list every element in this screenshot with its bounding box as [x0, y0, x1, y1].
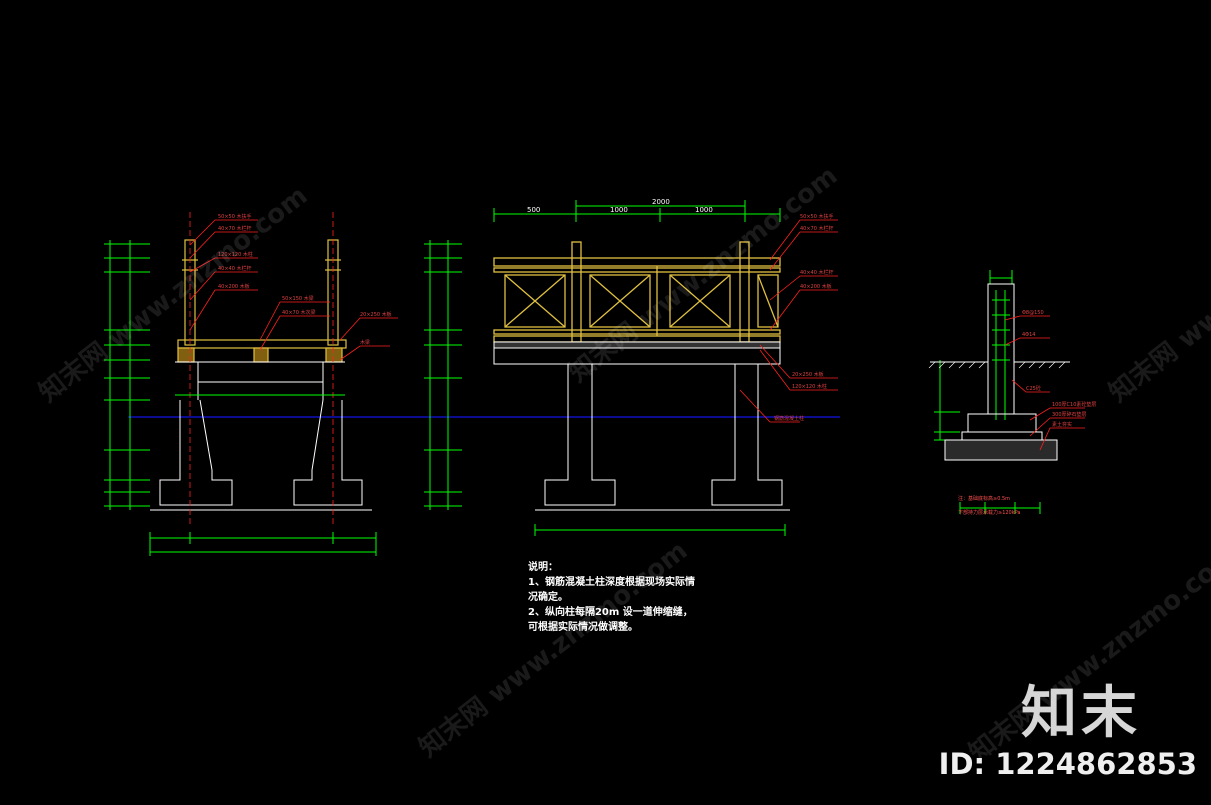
left-label-7: 40×70 木次梁	[282, 309, 316, 316]
front-label-3: 40×40 木栏杆	[800, 269, 834, 276]
left-section-view	[104, 212, 398, 556]
left-label-1: 50×50 木扶手	[218, 213, 252, 220]
notes-line-1: 1、钢筋混凝土柱深度根据现场实际情	[528, 577, 695, 588]
dim-mid2: 1000	[695, 206, 713, 214]
front-label-4: 40×200 木板	[800, 283, 832, 290]
detail-note-2: 下部持力层承载力≥120kPa	[958, 509, 1020, 516]
dim-left: 500	[527, 206, 540, 214]
detail-label-3: C25砼	[1026, 385, 1041, 392]
notes-heading: 说明：	[528, 562, 558, 573]
notes-line-2b: 可根据实际情况做调整。	[528, 622, 638, 633]
left-label-2: 40×70 木栏杆	[218, 225, 252, 232]
front-label-7: 钢筋混凝土柱	[774, 415, 804, 422]
dim-overall: 2000	[652, 198, 670, 206]
left-label-4: 40×40 木栏杆	[218, 265, 252, 272]
left-label-6: 50×150 木梁	[282, 295, 314, 302]
dim-mid1: 1000	[610, 206, 628, 214]
left-label-3: 120×120 木柱	[218, 251, 253, 258]
front-label-5: 20×250 木板	[792, 371, 824, 378]
notes-line-1b: 况确定。	[528, 592, 568, 603]
front-elevation-view	[424, 200, 838, 536]
detail-note-1: 注：基础底标高≥0.5m	[958, 495, 1010, 502]
front-label-6: 120×120 木柱	[792, 383, 827, 390]
brand-logo: 知末	[1021, 681, 1141, 746]
left-label-9: 木梁	[360, 339, 370, 346]
image-id-label: ID: 1224862853	[938, 747, 1197, 781]
detail-label-6: 素土夯实	[1052, 421, 1072, 428]
detail-label-2: 4Φ14	[1022, 332, 1035, 338]
foundation-detail-view	[928, 270, 1085, 514]
front-label-1: 50×50 木扶手	[800, 213, 834, 220]
notes-line-2: 2、纵向柱每隔20m 设一道伸缩缝，	[528, 607, 693, 618]
detail-label-4: 100厚C10素砼垫层	[1052, 401, 1096, 408]
design-notes: 说明： 1、钢筋混凝土柱深度根据现场实际情 况确定。 2、纵向柱每隔20m 设一…	[528, 560, 695, 635]
front-label-2: 40×70 木栏杆	[800, 225, 834, 232]
detail-label-5: 300厚碎石垫层	[1052, 411, 1087, 418]
left-label-8: 20×250 木板	[360, 311, 392, 318]
left-label-5: 40×200 木板	[218, 283, 250, 290]
detail-label-1: Φ8@150	[1022, 310, 1044, 316]
